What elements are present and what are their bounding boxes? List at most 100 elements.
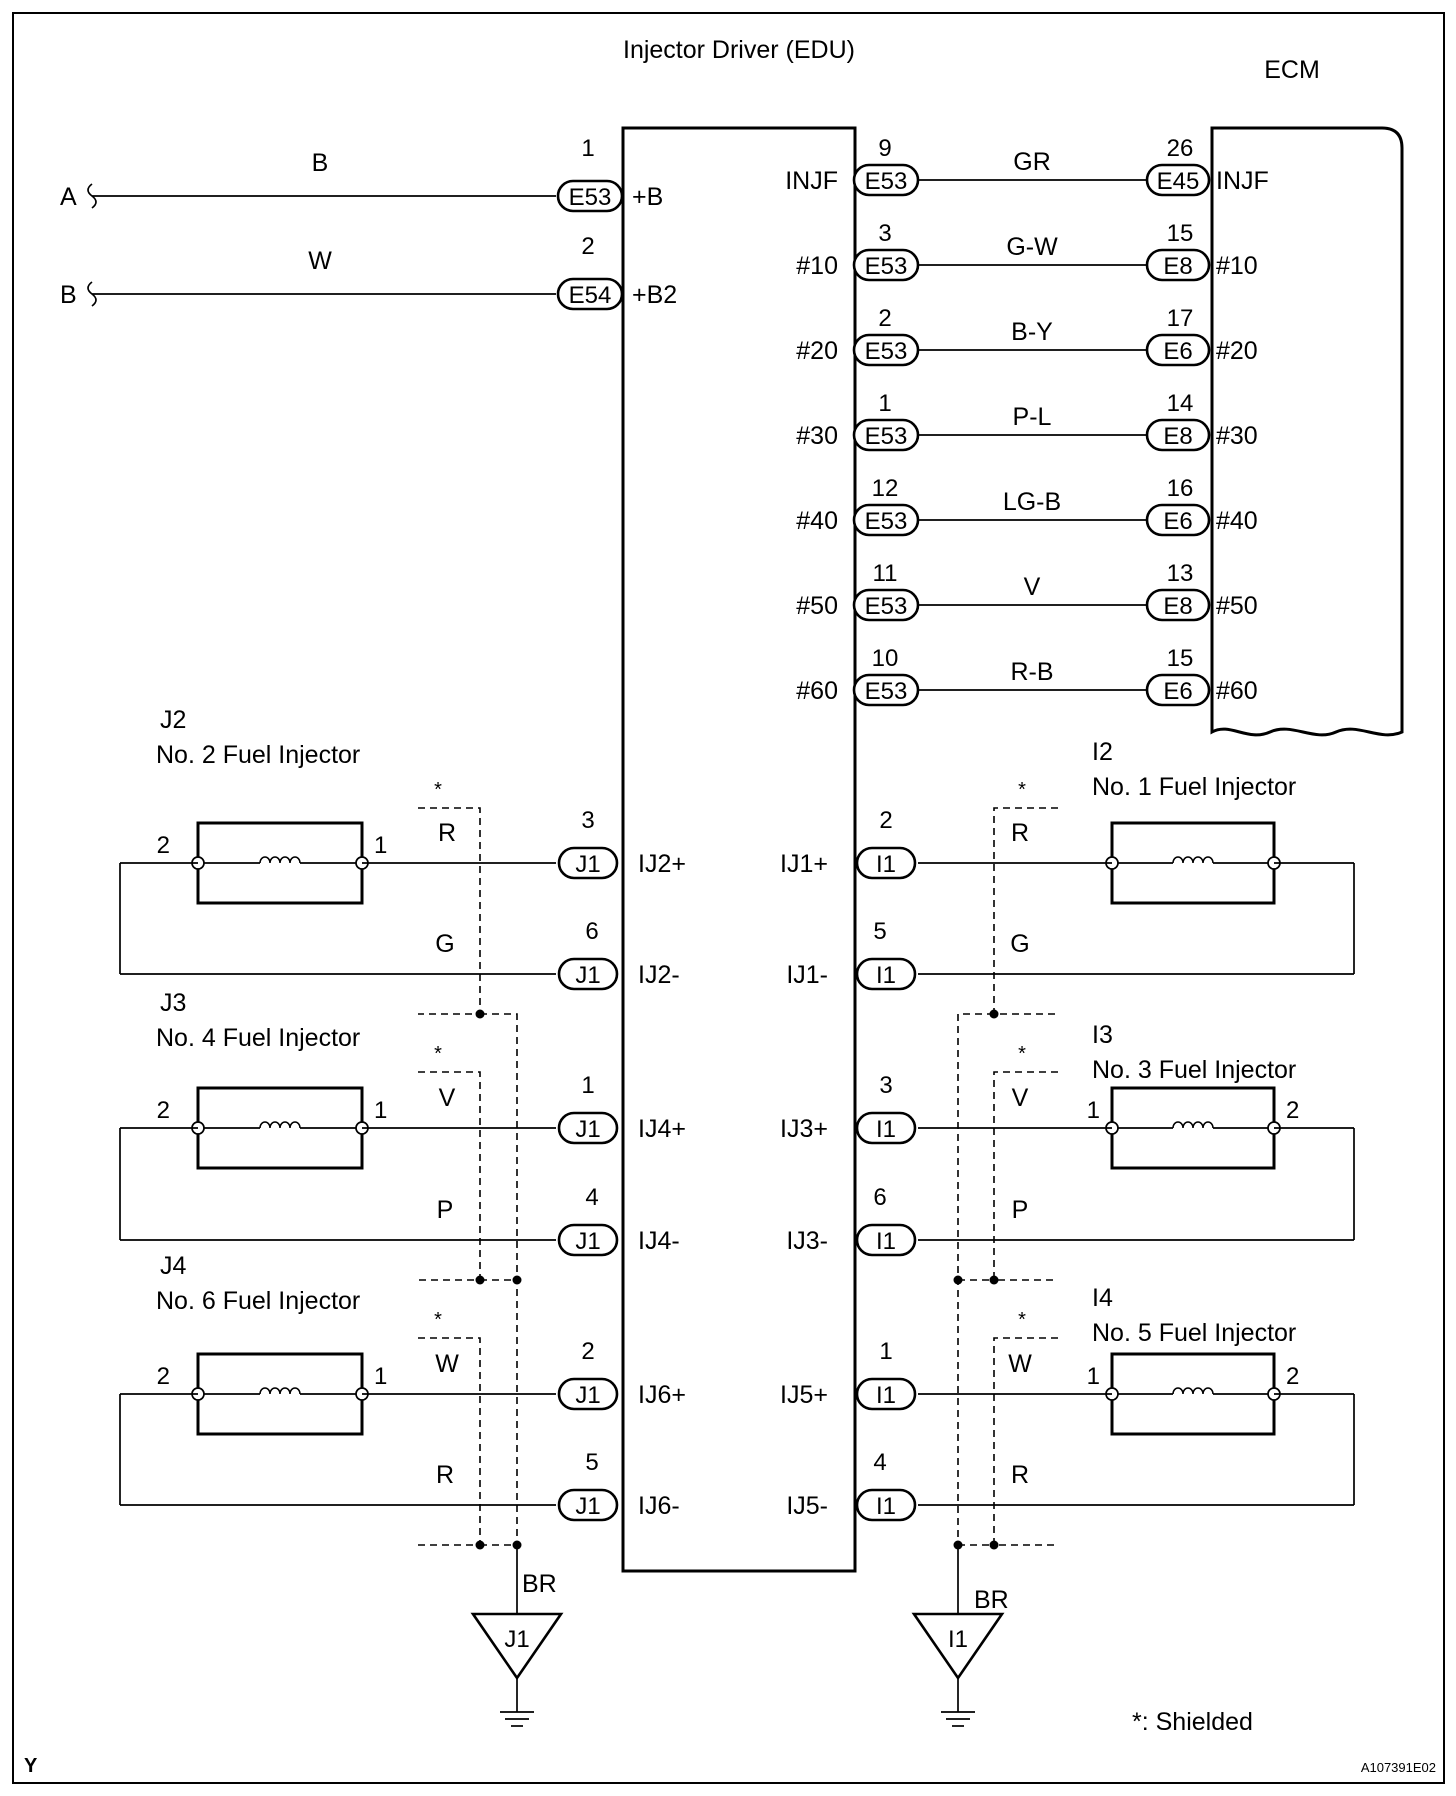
- ecm-terminal-label: #20: [1216, 337, 1258, 365]
- input-end-label: A: [60, 183, 77, 211]
- injector-pin-a: 2: [157, 832, 170, 859]
- neg-connector: I1: [855, 957, 917, 991]
- edu-connector: E53: [852, 673, 920, 707]
- neg-connector-label: I1: [876, 962, 896, 989]
- neg-terminal-label: IJ6-: [638, 1492, 680, 1520]
- pos-pin-number: 1: [581, 1072, 594, 1099]
- neg-connector-shape: [557, 1488, 619, 1522]
- ecm-connector-shape: [1145, 673, 1211, 707]
- left-shield-drain: BR J1: [470, 1013, 564, 1727]
- signal-wire-color: R-B: [1010, 658, 1053, 686]
- ecm-terminal-label: #50: [1216, 592, 1258, 620]
- wire-shield: [418, 807, 481, 1015]
- edu-terminal-label: #50: [796, 592, 838, 620]
- pos-pin-number: 2: [581, 1338, 594, 1365]
- pos-terminal-label: IJ5+: [780, 1381, 828, 1409]
- neg-connector-label: J1: [575, 1493, 600, 1520]
- ecm-box: [1210, 126, 1404, 737]
- ecm-connector-label: E6: [1163, 338, 1192, 365]
- edu-box: [621, 126, 857, 1573]
- edu-pin-number: 1: [878, 390, 891, 417]
- neg-connector-label: I1: [876, 1493, 896, 1520]
- pos-terminal-label: IJ3+: [780, 1115, 828, 1143]
- ecm-connector: E6: [1145, 333, 1211, 367]
- pos-connector-label: J1: [575, 1382, 600, 1409]
- pos-pin-number: 3: [581, 807, 594, 834]
- neg-pin-number: 6: [873, 1184, 886, 1211]
- input-wire-color: B: [312, 149, 329, 177]
- edu-connector: E53: [852, 333, 920, 367]
- pos-connector-shape: [557, 1111, 619, 1145]
- ecm-connector-label: E45: [1157, 168, 1200, 195]
- edu-pin-number: 3: [878, 220, 891, 247]
- shield-mark: *: [434, 1043, 442, 1065]
- neg-wire-color: R: [436, 1461, 454, 1489]
- pos-connector-label: I1: [876, 851, 896, 878]
- edu-connector-label: E53: [865, 423, 908, 450]
- neg-wire-color: P: [1012, 1196, 1029, 1224]
- drain-wire: [480, 1013, 518, 1545]
- input-connector: E53: [556, 179, 624, 213]
- neg-wire-color: G: [1010, 930, 1029, 958]
- ecm-connector: E8: [1145, 248, 1211, 282]
- injector-pin-a: 1: [1087, 1363, 1100, 1390]
- ecm-pin-number: 26: [1167, 135, 1194, 162]
- neg-pin-number: 5: [585, 1449, 598, 1476]
- pos-connector-shape: [557, 1377, 619, 1411]
- edu-terminal-label: #10: [796, 252, 838, 280]
- pos-connector-label: J1: [575, 1116, 600, 1143]
- input-end-label: B: [60, 281, 77, 309]
- shield-mark: *: [1018, 1043, 1026, 1065]
- edu-connector-label: E53: [865, 508, 908, 535]
- neg-connector: I1: [855, 1223, 917, 1257]
- shield-mark: *: [434, 779, 442, 801]
- neg-wire-color: P: [437, 1196, 454, 1224]
- injector-code: I2: [1092, 738, 1113, 766]
- injector-code: J3: [160, 989, 186, 1017]
- neg-connector-label: J1: [575, 962, 600, 989]
- ground-connector-label: J1: [504, 1626, 529, 1653]
- pos-connector-shape: [855, 1377, 917, 1411]
- injector-code: J4: [160, 1252, 187, 1280]
- pos-connector-label: I1: [876, 1116, 896, 1143]
- injector-name: No. 2 Fuel Injector: [156, 741, 360, 769]
- edu-terminal-label: #60: [796, 677, 838, 705]
- pos-terminal-label: IJ2+: [638, 850, 686, 878]
- edu-terminal-label: #30: [796, 422, 838, 450]
- neg-wire-color: R: [1011, 1461, 1029, 1489]
- edu-connector: E53: [852, 503, 920, 537]
- neg-pin-number: 4: [873, 1449, 886, 1476]
- pos-pin-number: 3: [879, 1072, 892, 1099]
- ecm-terminal-label: INJF: [1216, 167, 1269, 195]
- edu-connector: E53: [852, 418, 920, 452]
- ecm-pin-number: 15: [1167, 645, 1194, 672]
- shield-mark: *: [1018, 779, 1026, 801]
- pos-wire-color: R: [1011, 819, 1029, 847]
- input-pin-number: 2: [581, 233, 594, 260]
- ecm-pin-number: 14: [1167, 390, 1194, 417]
- edu-pin-number: 9: [878, 135, 891, 162]
- ecm-connector-shape: [1145, 163, 1211, 197]
- signal-wire-color: B-Y: [1011, 318, 1053, 346]
- signal-wire-color: GR: [1013, 148, 1051, 176]
- input-connector-shape: [556, 179, 624, 213]
- injector-pin-a: 2: [157, 1097, 170, 1124]
- injector-pin-b: 2: [1286, 1097, 1299, 1124]
- corner-mark: Y: [24, 1755, 38, 1777]
- injector-name: No. 6 Fuel Injector: [156, 1287, 360, 1315]
- ground-wire-color: BR: [522, 1570, 557, 1598]
- shield-junction: [989, 1540, 999, 1550]
- neg-terminal-label: IJ4-: [638, 1227, 680, 1255]
- ecm-connector-label: E8: [1163, 423, 1192, 450]
- edu-connector: E53: [852, 163, 920, 197]
- neg-wire-color: G: [435, 930, 454, 958]
- wire-shield: [418, 1071, 481, 1281]
- input-connector: E54: [556, 277, 624, 311]
